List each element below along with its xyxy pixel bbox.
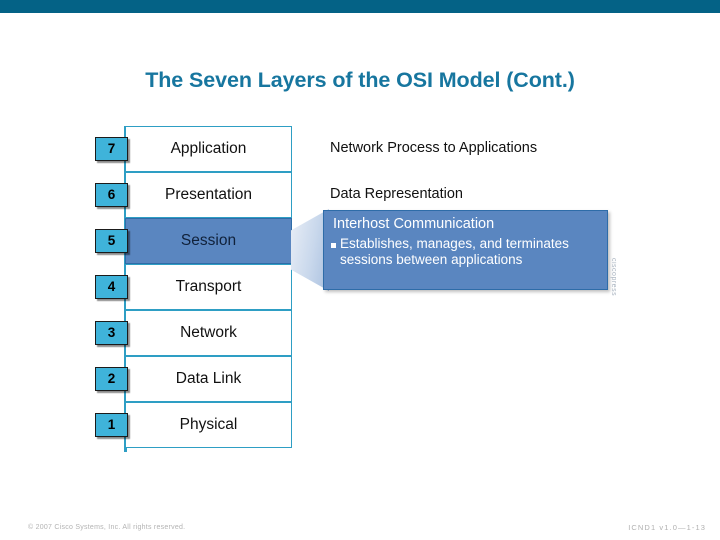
- osi-layer-label: Application: [170, 140, 247, 157]
- osi-layer-label: Transport: [175, 278, 242, 295]
- osi-layer-row[interactable]: Data Link: [125, 356, 292, 402]
- osi-layer-number-tab[interactable]: 6: [95, 183, 128, 207]
- osi-layer-number: 5: [107, 233, 116, 249]
- osi-layer-number: 7: [107, 141, 116, 157]
- osi-layer-row[interactable]: Network: [125, 310, 292, 356]
- header-bar: [0, 0, 720, 13]
- osi-layer-row[interactable]: Transport: [125, 264, 292, 310]
- osi-layer-number-tab[interactable]: 4: [95, 275, 128, 299]
- osi-layer-number-tab[interactable]: 1: [95, 413, 128, 437]
- osi-layer-number: 1: [107, 417, 116, 433]
- bullet-square-icon: [331, 243, 336, 248]
- osi-layer-label: Session: [180, 232, 237, 249]
- osi-layer-number: 6: [107, 187, 116, 203]
- osi-layer-number-tab[interactable]: 7: [95, 137, 128, 161]
- callout-bullet-item: Establishes, manages, and terminates ses…: [331, 236, 599, 268]
- osi-layer-number-tab[interactable]: 5: [95, 229, 128, 253]
- osi-layer-number-tab[interactable]: 2: [95, 367, 128, 391]
- watermark-text: ciscopress: [610, 258, 617, 297]
- callout-bullet-text: Establishes, manages, and terminates ses…: [340, 236, 569, 267]
- callout-heading: Interhost Communication: [333, 216, 495, 232]
- layer-description-presentation: Data Representation: [330, 186, 463, 202]
- osi-layer-number-tab[interactable]: 3: [95, 321, 128, 345]
- osi-layer-row-highlighted[interactable]: Session: [125, 218, 292, 264]
- osi-layer-number: 3: [107, 325, 116, 341]
- osi-layer-row[interactable]: Physical: [125, 402, 292, 448]
- osi-layer-number: 2: [107, 371, 116, 387]
- osi-layer-stack: Application 7 Presentation 6 Session 5 T…: [95, 126, 305, 452]
- osi-layer-label: Presentation: [164, 186, 253, 203]
- osi-layer-row[interactable]: Presentation: [125, 172, 292, 218]
- footer-copyright: © 2007 Cisco Systems, Inc. All rights re…: [28, 524, 186, 531]
- osi-layer-label: Physical: [179, 416, 238, 433]
- footer-course-code: ICND1 v1.0—1-13: [628, 523, 706, 532]
- osi-layer-label: Data Link: [175, 370, 242, 387]
- layer-description-application: Network Process to Applications: [330, 140, 538, 156]
- osi-layer-label: Network: [180, 324, 237, 341]
- page-title: The Seven Layers of the OSI Model (Cont.…: [145, 68, 575, 92]
- session-callout-box: Interhost Communication Establishes, man…: [323, 210, 608, 290]
- osi-layer-number: 4: [107, 279, 116, 295]
- osi-layer-row[interactable]: Application: [125, 126, 292, 172]
